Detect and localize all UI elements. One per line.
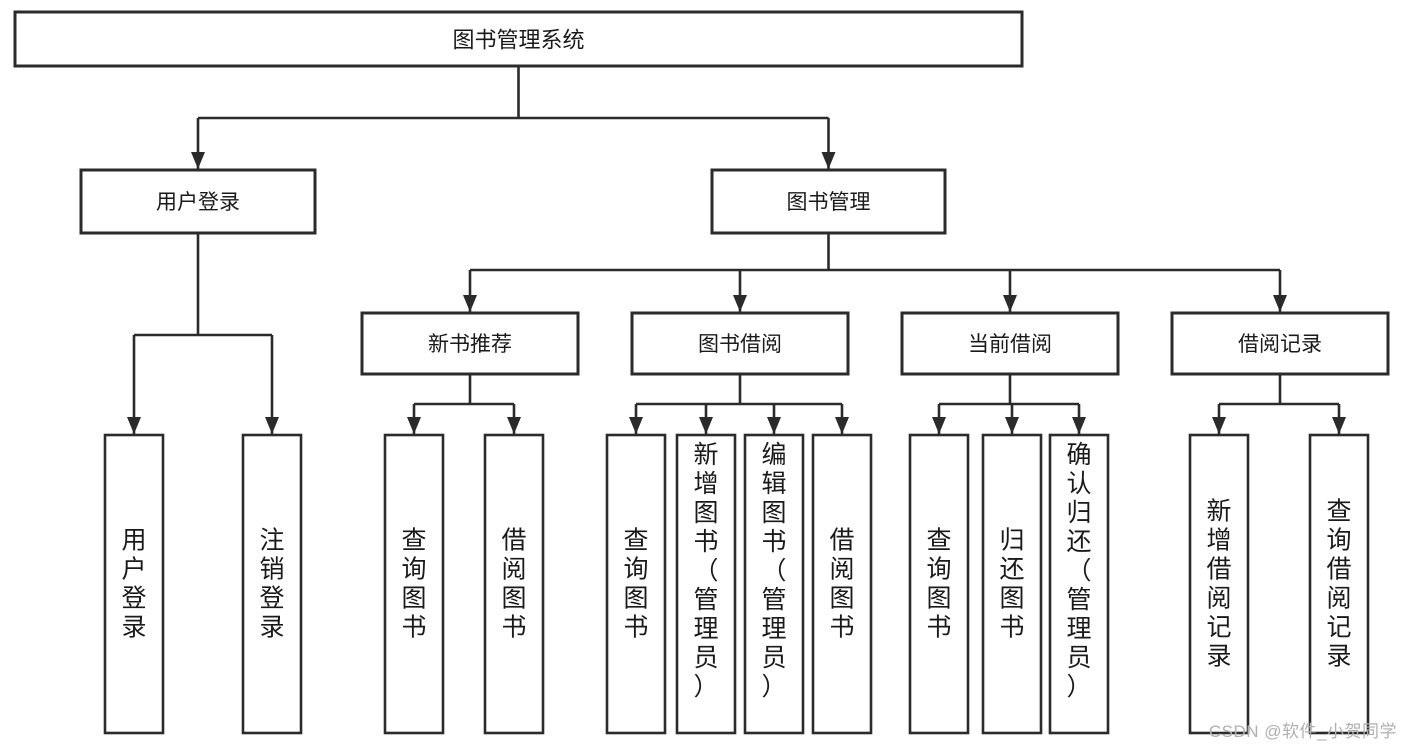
node-label: 新增借阅记录 bbox=[1206, 498, 1231, 671]
node-label: 确认归还（管理员） bbox=[1066, 441, 1091, 701]
node-label: 当前借阅 bbox=[968, 333, 1052, 356]
node-records[interactable]: 借阅记录 bbox=[1170, 311, 1390, 376]
node-bookmgmt[interactable]: 图书管理 bbox=[710, 168, 947, 235]
node-box bbox=[1170, 311, 1390, 376]
node-box bbox=[675, 433, 737, 735]
node-leaf-3[interactable]: 查询图书 bbox=[383, 433, 445, 735]
node-leaf-5[interactable]: 查询图书 bbox=[605, 433, 667, 735]
node-label: 图书管理 bbox=[787, 191, 871, 214]
node-label: 查询借阅记录 bbox=[1326, 498, 1351, 671]
node-box bbox=[383, 433, 445, 735]
node-box bbox=[605, 433, 667, 735]
watermark-text: CSDN @软件_小贺同学 bbox=[1208, 722, 1397, 741]
node-label: 新增图书（管理员） bbox=[693, 441, 718, 701]
node-label: 借阅图书 bbox=[501, 527, 526, 642]
node-label: 借阅记录 bbox=[1238, 333, 1322, 356]
node-label: 用户登录 bbox=[156, 191, 240, 214]
node-leaf-7[interactable]: 编辑图书（管理员） bbox=[743, 433, 805, 735]
connector-layer bbox=[127, 66, 1346, 434]
node-label: 图书管理系统 bbox=[452, 28, 584, 53]
node-box bbox=[811, 433, 873, 735]
node-box bbox=[710, 168, 947, 235]
node-leaf-10[interactable]: 归还图书 bbox=[981, 433, 1043, 735]
node-label: 用户登录 bbox=[121, 527, 146, 642]
node-box bbox=[1308, 433, 1370, 735]
node-leaf-12[interactable]: 新增借阅记录 bbox=[1188, 433, 1250, 735]
node-label: 新书推荐 bbox=[428, 333, 512, 356]
node-box bbox=[630, 311, 850, 376]
node-newbook[interactable]: 新书推荐 bbox=[360, 311, 580, 376]
node-box bbox=[908, 433, 970, 735]
node-leaf-11[interactable]: 确认归还（管理员） bbox=[1048, 433, 1110, 735]
node-box bbox=[13, 10, 1024, 68]
node-leaf-4[interactable]: 借阅图书 bbox=[483, 433, 545, 735]
node-label: 编辑图书（管理员） bbox=[761, 441, 786, 701]
node-label: 归还图书 bbox=[999, 527, 1024, 642]
node-box bbox=[981, 433, 1043, 735]
node-box bbox=[103, 433, 165, 735]
node-box bbox=[900, 311, 1120, 376]
node-box bbox=[79, 168, 317, 235]
node-current[interactable]: 当前借阅 bbox=[900, 311, 1120, 376]
node-box bbox=[743, 433, 805, 735]
node-box bbox=[483, 433, 545, 735]
node-box bbox=[360, 311, 580, 376]
node-label: 查询图书 bbox=[926, 527, 951, 642]
node-label: 注销登录 bbox=[259, 527, 284, 642]
node-box bbox=[1188, 433, 1250, 735]
node-leaf-2[interactable]: 注销登录 bbox=[241, 433, 303, 735]
node-layer: 图书管理系统用户登录图书管理新书推荐图书借阅当前借阅借阅记录用户登录注销登录查询… bbox=[13, 10, 1390, 735]
node-login[interactable]: 用户登录 bbox=[79, 168, 317, 235]
node-box bbox=[241, 433, 303, 735]
node-leaf-13[interactable]: 查询借阅记录 bbox=[1308, 433, 1370, 735]
node-label: 查询图书 bbox=[401, 527, 426, 642]
node-label: 借阅图书 bbox=[829, 527, 854, 642]
node-label: 查询图书 bbox=[623, 527, 648, 642]
node-borrow[interactable]: 图书借阅 bbox=[630, 311, 850, 376]
node-leaf-9[interactable]: 查询图书 bbox=[908, 433, 970, 735]
node-leaf-1[interactable]: 用户登录 bbox=[103, 433, 165, 735]
node-root[interactable]: 图书管理系统 bbox=[13, 10, 1024, 68]
node-box bbox=[1048, 433, 1110, 735]
node-leaf-8[interactable]: 借阅图书 bbox=[811, 433, 873, 735]
node-label: 图书借阅 bbox=[698, 333, 782, 356]
node-leaf-6[interactable]: 新增图书（管理员） bbox=[675, 433, 737, 735]
